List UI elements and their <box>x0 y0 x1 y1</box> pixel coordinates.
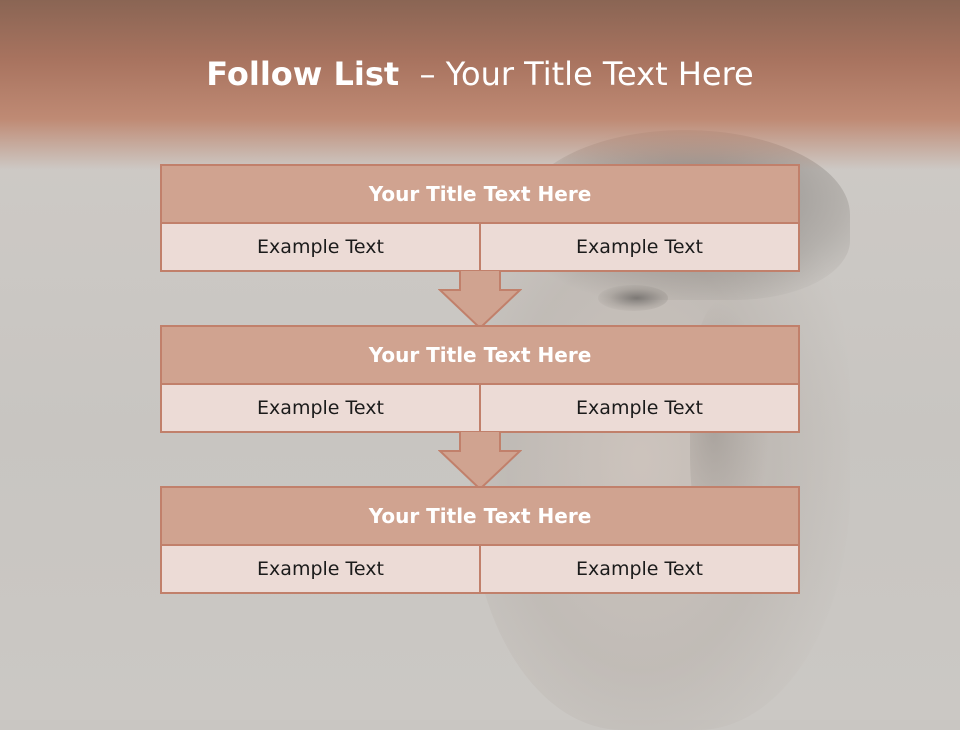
step-block-3: Your Title Text Here Example Text Exampl… <box>160 486 800 594</box>
step-title: Your Title Text Here <box>162 488 798 546</box>
step-row: Example Text Example Text <box>162 385 798 431</box>
step-cell-right: Example Text <box>479 224 798 270</box>
step-title: Your Title Text Here <box>162 327 798 385</box>
title-rest: – Your Title Text Here <box>419 55 754 93</box>
step-title: Your Title Text Here <box>162 166 798 224</box>
down-arrow-icon <box>438 270 522 330</box>
step-row: Example Text Example Text <box>162 224 798 270</box>
step-block-1: Your Title Text Here Example Text Exampl… <box>160 164 800 272</box>
step-cell-left: Example Text <box>162 224 479 270</box>
slide-title: Follow List – Your Title Text Here <box>0 55 960 93</box>
title-bold: Follow List <box>206 55 400 93</box>
step-block-2: Your Title Text Here Example Text Exampl… <box>160 325 800 433</box>
down-arrow-icon <box>438 431 522 491</box>
step-row: Example Text Example Text <box>162 546 798 592</box>
step-cell-left: Example Text <box>162 546 479 592</box>
header-band <box>0 0 960 170</box>
step-cell-left: Example Text <box>162 385 479 431</box>
step-cell-right: Example Text <box>479 385 798 431</box>
step-cell-right: Example Text <box>479 546 798 592</box>
portrait-eye <box>598 285 668 311</box>
